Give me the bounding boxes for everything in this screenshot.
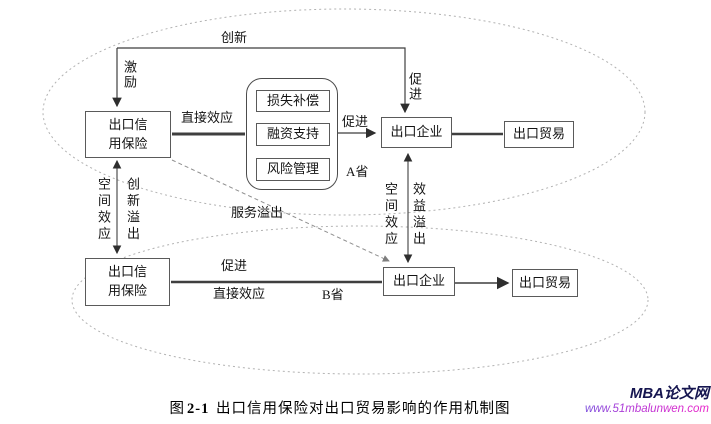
trade-box-a: 出口贸易 [504,121,574,148]
spatial-effect-left-label: 空间效应 [96,177,111,243]
mechanism-label: 风险管理 [266,161,319,177]
province-b-ellipse [71,225,649,375]
mechanism-box-loss-compensation: 损失补偿 [256,90,330,112]
benefit-spillover-label: 效益溢出 [411,182,426,248]
insurance-box-b-label: 出口信用保险 [108,264,148,298]
direct-effect-label-a: 直接效应 [181,110,234,125]
province-a-ellipse [42,8,646,216]
mechanism-box-risk-management: 风险管理 [256,158,330,181]
mechanism-label: 损失补偿 [266,92,319,108]
figure-caption-title: 出口信用保险对出口贸易影响的作用机制图 [215,401,511,417]
trade-box-a-label: 出口贸易 [512,126,565,142]
promote-label-a: 促进 [342,114,369,129]
trade-box-b-label: 出口贸易 [518,274,571,290]
service-spillover-label: 服务溢出 [231,205,284,220]
innovation-feedback-arrow [117,47,410,114]
watermark-site-name: MBA论文网 [629,385,709,402]
figure-caption-fig: 图 [169,401,186,417]
insurance-box-a-label: 出口信用保险 [108,116,148,151]
promote-label-b: 促进 [221,258,248,273]
direct-effect-label-b: 直接效应 [213,286,266,301]
service-spillover-arrow [171,159,390,262]
innovation-label: 创新 [221,30,248,45]
enterprise-box-b-label: 出口企业 [392,273,445,289]
insurance-box-a: 出口信用保险 [85,111,171,158]
province-b-label: B省 [322,287,344,302]
province-a-label: A省 [346,164,369,179]
innovation-spillover-label: 创新溢出 [125,177,140,243]
enterprise-box-a-label: 出口企业 [390,124,443,140]
spatial-effect-right-label: 空间效应 [383,182,398,248]
trade-box-b: 出口贸易 [512,269,578,297]
promote-feedback-label: 促进 [407,72,422,102]
mechanism-label: 融资支持 [266,126,319,142]
enterprise-box-a: 出口企业 [381,117,452,148]
watermark: MBA论文网 www.51mbalunwen.com [584,385,709,415]
incentive-label: 激励 [122,60,137,90]
enterprise-box-b: 出口企业 [383,267,455,296]
mechanism-box-financing-support: 融资支持 [256,123,330,146]
watermark-site-url: www.51mbalunwen.com [584,402,709,415]
insurance-box-b: 出口信用保险 [85,258,170,306]
figure-caption-number: 2-1 [187,401,210,417]
